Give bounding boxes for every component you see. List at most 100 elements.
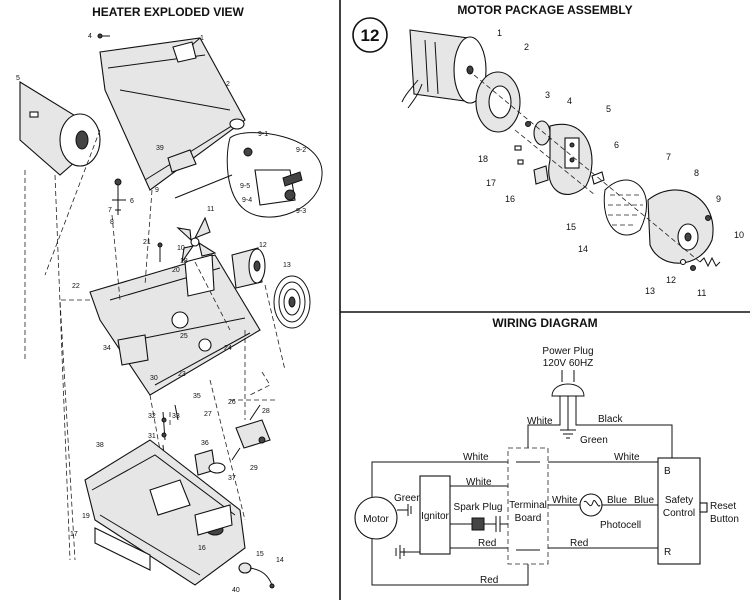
svg-text:22: 22 [72, 283, 80, 290]
svg-text:35: 35 [193, 393, 201, 400]
svg-text:38: 38 [96, 442, 104, 449]
svg-text:33: 33 [172, 413, 180, 420]
part-grommet [208, 462, 226, 474]
heater-callouts: 1 2 4 5 6 7 8 9 9-1 9-2 9-3 9-4 9-5 10 1… [16, 33, 306, 594]
svg-text:1: 1 [200, 35, 204, 42]
svg-text:26: 26 [228, 399, 236, 406]
part-connector-block [117, 334, 149, 366]
motor-end-housing [647, 189, 714, 264]
svg-text:Ignitor: Ignitor [421, 511, 449, 522]
svg-text:14: 14 [578, 244, 588, 254]
motor-bracket-plate [548, 123, 593, 195]
svg-text:9-4: 9-4 [242, 197, 252, 204]
motor-gasket-ring [475, 71, 521, 133]
svg-text:10: 10 [734, 230, 744, 240]
svg-text:Board: Board [515, 513, 542, 524]
svg-text:Blue: Blue [607, 495, 627, 506]
svg-text:4: 4 [88, 33, 92, 40]
reset-button-symbol [699, 502, 708, 513]
svg-text:15: 15 [256, 551, 264, 558]
svg-text:28: 28 [262, 408, 270, 415]
motor-badge-number: 12 [361, 26, 380, 45]
svg-text:Reset: Reset [710, 501, 736, 512]
svg-text:7: 7 [666, 152, 671, 162]
svg-text:21: 21 [143, 239, 151, 246]
ignitor-box [419, 475, 451, 555]
svg-text:Motor: Motor [363, 514, 389, 525]
part-gauge-plate [94, 527, 151, 571]
svg-text:6: 6 [614, 140, 619, 150]
power-plug-symbol [551, 383, 585, 397]
spark-plug-symbol [450, 516, 508, 532]
svg-text:9-5: 9-5 [240, 183, 250, 190]
wiring-diagram-panel: WIRING DIAGRAM Power Plug 120V 60HZ Gree… [354, 316, 739, 586]
svg-text:Spark Plug: Spark Plug [454, 502, 503, 513]
exploded-guide-lines [24, 129, 286, 561]
svg-text:9-2: 9-2 [296, 147, 306, 154]
svg-text:16: 16 [505, 194, 515, 204]
svg-text:Red: Red [570, 538, 588, 549]
svg-text:Safety: Safety [665, 495, 693, 506]
svg-text:17: 17 [70, 531, 78, 538]
svg-text:8: 8 [110, 219, 114, 226]
svg-text:9: 9 [155, 187, 159, 194]
svg-text:Green: Green [394, 493, 422, 504]
svg-text:40: 40 [232, 587, 240, 594]
svg-text:Black: Black [598, 414, 623, 425]
svg-text:B: B [664, 466, 671, 477]
svg-text:3: 3 [545, 90, 550, 100]
motor-title: MOTOR PACKAGE ASSEMBLY [457, 3, 632, 17]
svg-text:12: 12 [666, 275, 676, 285]
svg-text:37: 37 [228, 475, 236, 482]
svg-text:11: 11 [697, 288, 706, 298]
svg-text:2: 2 [226, 81, 230, 88]
part-bracket [172, 41, 197, 63]
svg-text:29: 29 [250, 465, 258, 472]
motor-can [401, 29, 487, 109]
svg-text:23: 23 [178, 371, 186, 378]
svg-text:18: 18 [180, 258, 188, 265]
part-motor [231, 247, 266, 289]
svg-text:Photocell: Photocell [600, 520, 641, 531]
svg-text:14: 14 [276, 557, 284, 564]
svg-text:Green: Green [580, 435, 608, 446]
motor-screen [603, 179, 647, 236]
part-pump [231, 404, 271, 461]
svg-text:10: 10 [177, 245, 185, 252]
svg-text:30: 30 [150, 375, 158, 382]
heater-title: HEATER EXPLODED VIEW [92, 5, 244, 19]
svg-text:39: 39 [156, 145, 164, 152]
power-plug-label: Power Plug [542, 346, 593, 357]
motor-switch [533, 165, 549, 185]
svg-text:White: White [552, 495, 578, 506]
svg-text:13: 13 [645, 286, 655, 296]
svg-text:15: 15 [566, 222, 576, 232]
svg-text:1: 1 [497, 28, 502, 38]
part-fan [176, 216, 217, 263]
motor-callouts: 1 2 3 4 5 6 7 8 9 10 11 12 13 14 15 16 1… [478, 28, 744, 298]
svg-text:Red: Red [478, 538, 496, 549]
svg-text:4: 4 [567, 96, 572, 106]
power-plug-voltage: 120V 60HZ [543, 358, 594, 369]
svg-text:Terminal: Terminal [509, 500, 547, 511]
svg-text:6: 6 [130, 198, 134, 205]
svg-text:18: 18 [478, 154, 488, 164]
svg-text:12: 12 [259, 242, 267, 249]
svg-text:36: 36 [201, 440, 209, 447]
svg-text:5: 5 [606, 104, 611, 114]
svg-text:9-1: 9-1 [258, 131, 268, 138]
svg-text:White: White [466, 477, 492, 488]
svg-text:20: 20 [172, 267, 180, 274]
svg-text:9: 9 [716, 194, 721, 204]
svg-text:27: 27 [204, 411, 212, 418]
svg-text:Red: Red [480, 575, 498, 586]
svg-text:13: 13 [283, 262, 291, 269]
heater-exploded-view-panel: HEATER EXPLODED VIEW [16, 5, 323, 594]
motor-package-panel: 12 MOTOR PACKAGE ASSEMBLY [352, 3, 744, 298]
svg-text:R: R [664, 547, 671, 558]
svg-text:19: 19 [82, 513, 90, 520]
part-electrode-detail [174, 132, 323, 218]
svg-text:16: 16 [198, 545, 206, 552]
svg-text:Control: Control [663, 508, 695, 519]
